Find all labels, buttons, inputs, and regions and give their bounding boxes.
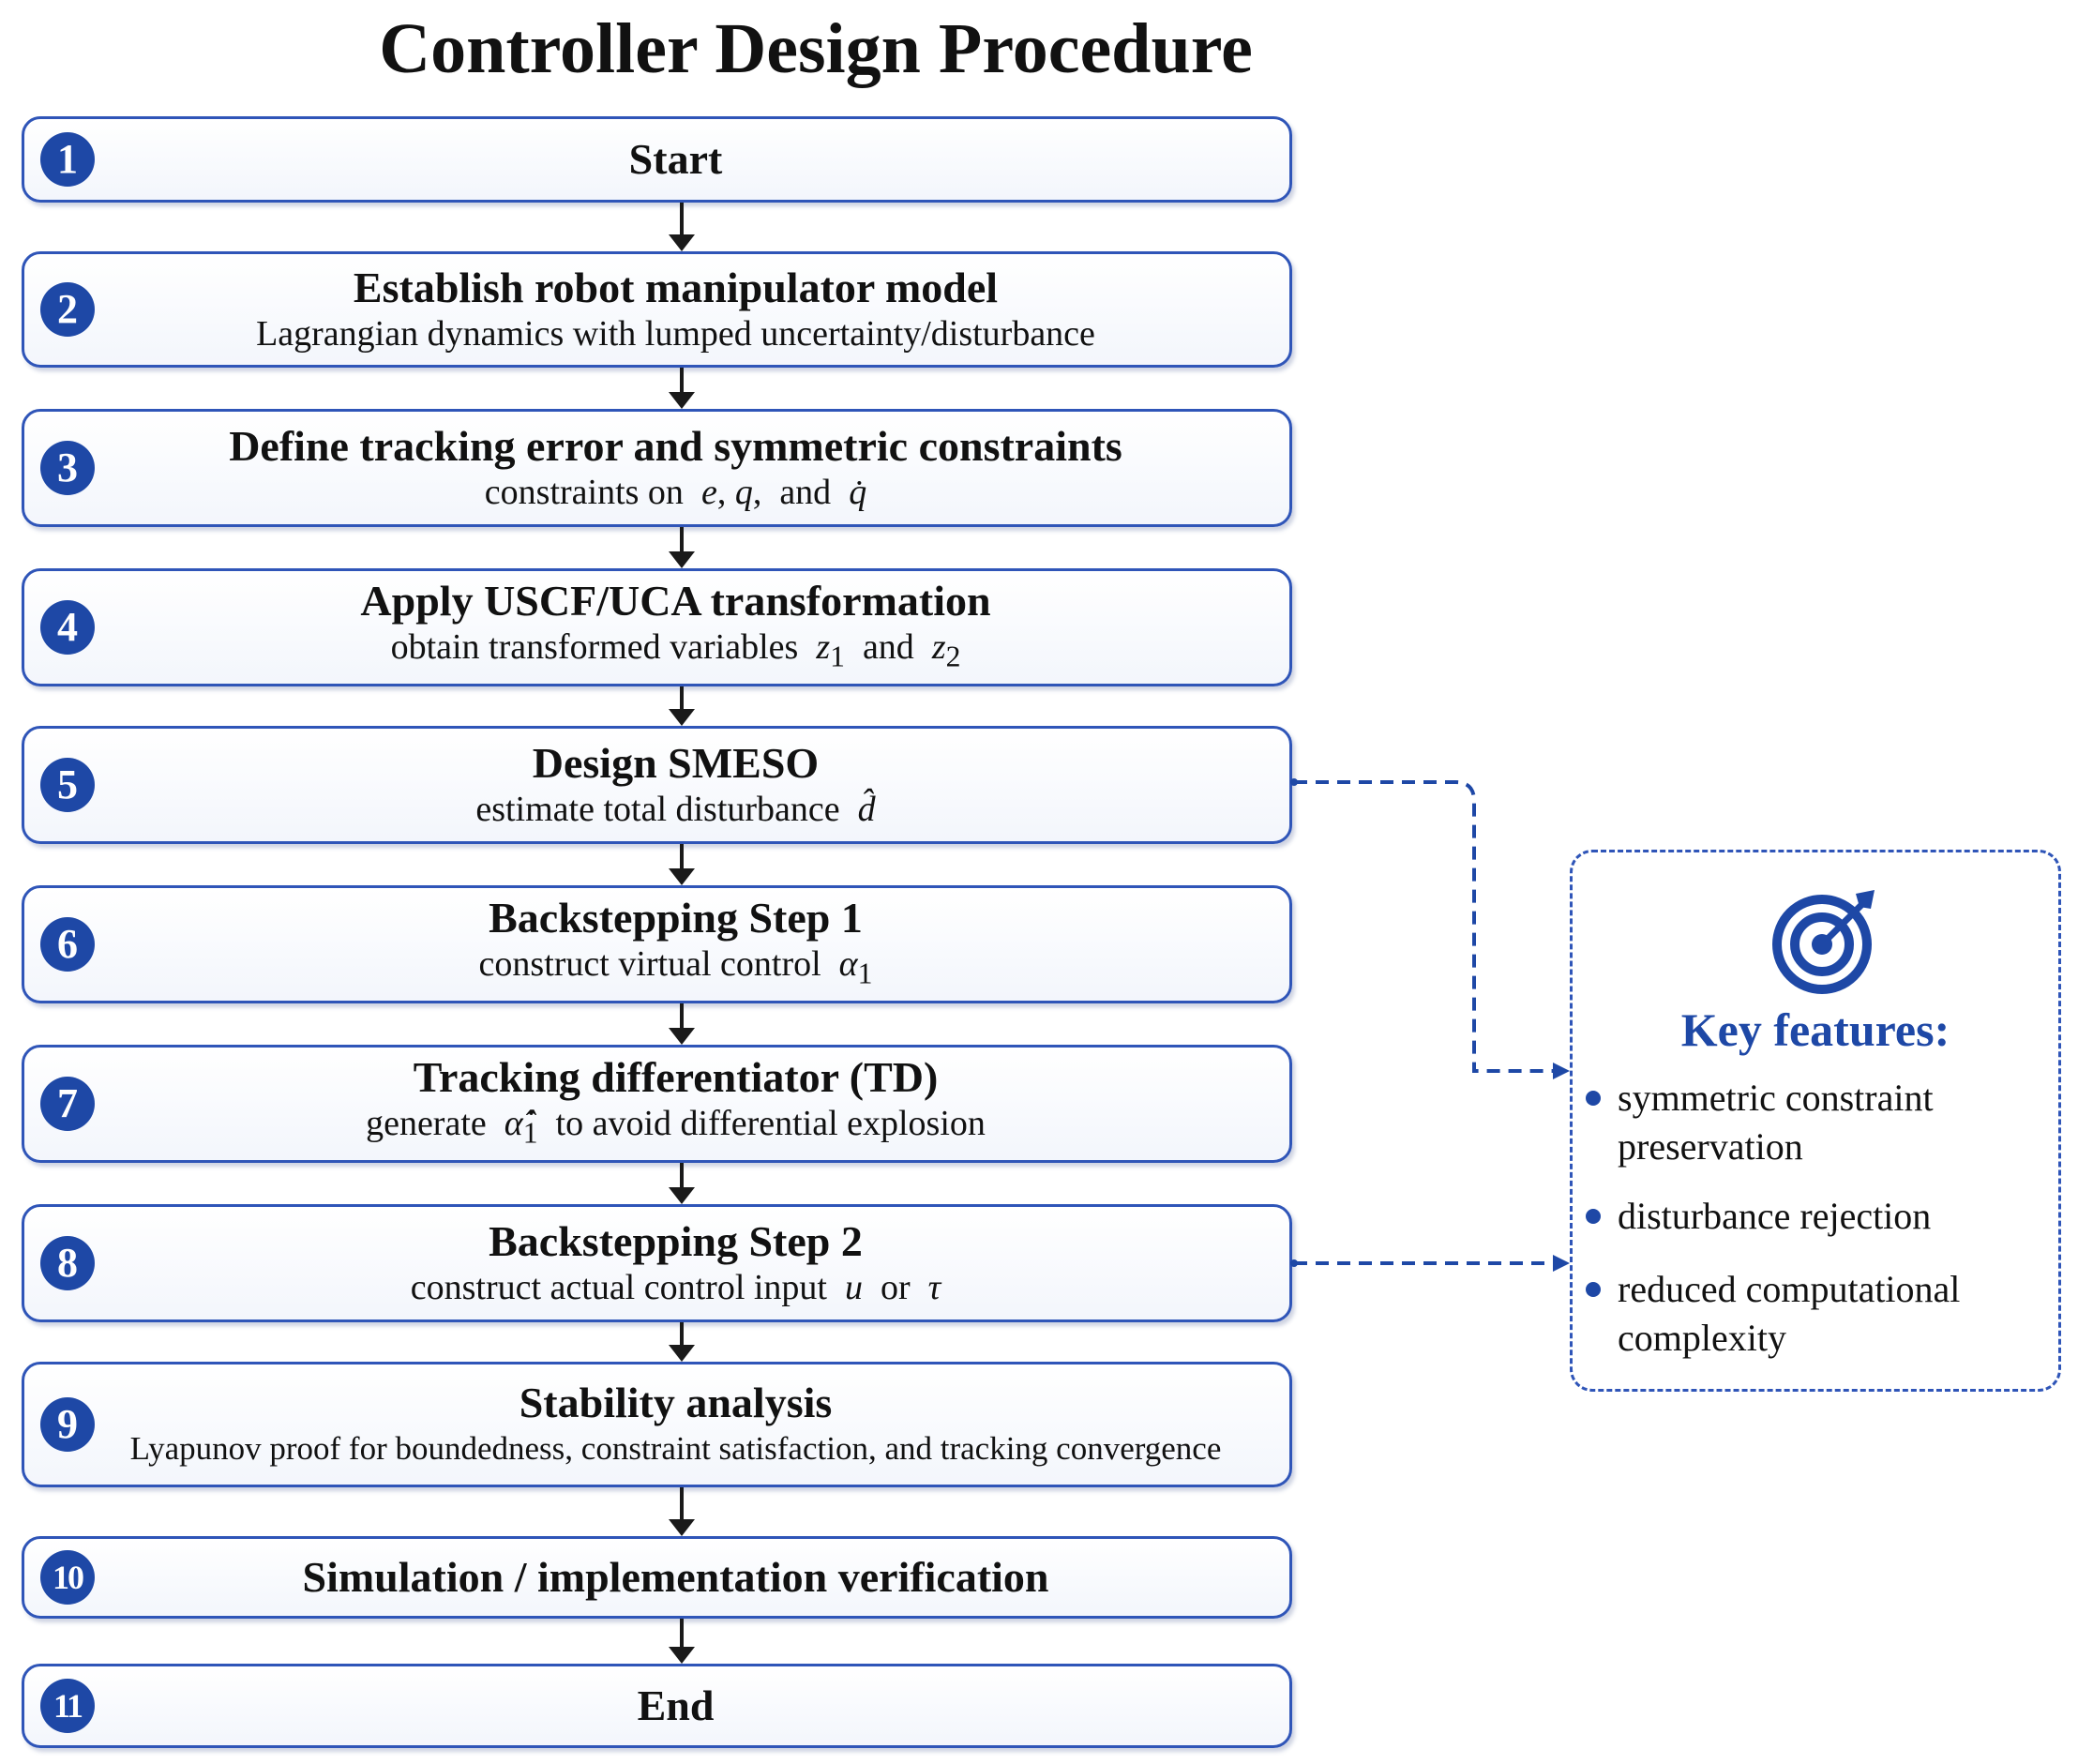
flow-arrow (669, 1163, 695, 1204)
step-subtitle: construct actual control input u or τ (373, 1266, 941, 1309)
subtitle-text: obtain transformed variables (390, 626, 799, 667)
feature-item: symmetric constraint preservation (1586, 1074, 2049, 1171)
step-subtitle: estimate total disturbance d̂ (438, 788, 875, 831)
math-var-qdot: q̇ (849, 473, 867, 512)
step-4-box: 4 Apply USCF/UCA transformation obtain t… (22, 568, 1292, 686)
math-var-alpha: α (838, 943, 858, 984)
subtitle-text: constraints on (484, 473, 684, 512)
subtitle-text: generate (366, 1103, 487, 1143)
target-icon (1772, 890, 1875, 994)
step-number-badge: 10 (40, 1550, 95, 1605)
step-title: End (637, 1681, 715, 1729)
step-title: Apply USCF/UCA transformation (360, 576, 991, 625)
connector-arrowhead (1553, 1255, 1570, 1272)
subscript: 1 (857, 957, 873, 990)
connector-start-dot (1290, 1259, 1298, 1267)
step-title: Backstepping Step 1 (489, 893, 863, 942)
subtitle-text: to avoid differential explosion (555, 1103, 986, 1143)
feature-text: symmetric constraint (1618, 1077, 1934, 1119)
bullet-icon (1586, 1209, 1601, 1224)
subscript: 2 (945, 640, 961, 673)
step-title: Tracking differentiator (TD) (413, 1052, 939, 1101)
flow-arrow (669, 1487, 695, 1536)
bullet-icon (1586, 1282, 1601, 1297)
step-10-box: 10 Simulation / implementation verificat… (22, 1536, 1292, 1619)
math-var-tau: τ (927, 1268, 941, 1307)
subtitle-text: estimate total disturbance (475, 790, 840, 829)
math-var-z: z (816, 626, 831, 667)
step-title: Establish robot manipulator model (353, 264, 999, 311)
flow-arrow (669, 686, 695, 726)
subtitle-text: construct actual control input (410, 1268, 827, 1307)
flow-arrow (669, 1619, 695, 1664)
step-number-badge: 2 (40, 282, 95, 337)
step-number-badge: 4 (40, 600, 95, 655)
math-var-z: z (931, 626, 946, 667)
conjunction-and: and (862, 626, 914, 667)
math-var-q: q (734, 473, 753, 512)
feature-item: reduced computational complexity (1586, 1265, 2049, 1363)
step-subtitle: generate α̂̇1 to avoid differential expl… (328, 1102, 986, 1155)
step-9-box: 9 Stability analysis Lyapunov proof for … (22, 1362, 1292, 1487)
step-subtitle: construct virtual control α1 (442, 942, 873, 996)
diagram-title: Controller Design Procedure (379, 9, 1253, 88)
step-number-badge: 9 (40, 1397, 95, 1452)
comma: , (716, 473, 727, 512)
step-7-box: 7 Tracking differentiator (TD) generate … (22, 1045, 1292, 1163)
flow-arrow (669, 844, 695, 885)
step-title: Start (628, 135, 723, 183)
step-subtitle: Lyapunov proof for boundedness, constrai… (129, 1430, 1222, 1467)
subscript: 1 (830, 640, 845, 673)
step-number-badge: 6 (40, 917, 95, 972)
subscript: 1 (522, 1116, 538, 1150)
math-var-alpha-hat-dot: α̂̇ (504, 1103, 523, 1143)
step-number-badge: 7 (40, 1077, 95, 1131)
step-3-box: 3 Define tracking error and symmetric co… (22, 409, 1292, 527)
conjunction-or: or (881, 1268, 911, 1307)
feature-text: reduced computational (1618, 1268, 1961, 1310)
step-6-box: 6 Backstepping Step 1 construct virtual … (22, 885, 1292, 1003)
math-var-d-hat: d̂ (857, 790, 876, 829)
step-1-box: 1 Start (22, 116, 1292, 203)
step-title: Stability analysis (519, 1379, 833, 1426)
step-title: Simulation / implementation verification (302, 1553, 1049, 1601)
connector-step5-to-features (1294, 780, 1557, 1073)
key-features-panel: Key features: symmetric constraint prese… (1570, 850, 2061, 1392)
feature-text: disturbance rejection (1618, 1195, 1932, 1237)
step-title: Backstepping Step 2 (489, 1217, 863, 1265)
connector-start-dot (1290, 778, 1298, 786)
feature-text: complexity (1618, 1317, 1786, 1359)
step-2-box: 2 Establish robot manipulator model Lagr… (22, 251, 1292, 368)
conjunction-and: and (779, 473, 832, 512)
flow-arrow (669, 527, 695, 568)
math-var-e: e (700, 473, 717, 512)
step-number-badge: 11 (40, 1679, 95, 1733)
step-subtitle: constraints on e, q, and q̇ (447, 471, 866, 514)
flow-arrow (669, 368, 695, 409)
step-5-box: 5 Design SMESO estimate total disturbanc… (22, 726, 1292, 844)
step-number-badge: 1 (40, 132, 95, 187)
feature-text: preservation (1618, 1125, 1803, 1168)
flow-arrow (669, 203, 695, 251)
flow-arrow (669, 1003, 695, 1045)
step-number-badge: 8 (40, 1236, 95, 1290)
step-number-badge: 3 (40, 441, 95, 495)
flow-arrow (669, 1322, 695, 1362)
connector-arrowhead (1553, 1063, 1570, 1079)
step-title: Design SMESO (532, 739, 820, 787)
key-features-title: Key features: (1680, 1003, 1950, 1056)
step-number-badge: 5 (40, 758, 95, 812)
subtitle-text: construct virtual control (478, 943, 821, 984)
step-subtitle: obtain transformed variables z1 and z2 (354, 626, 961, 679)
step-11-box: 11 End (22, 1664, 1292, 1748)
step-subtitle: Lagrangian dynamics with lumped uncertai… (256, 314, 1095, 354)
math-var-u: u (845, 1268, 863, 1307)
step-title: Define tracking error and symmetric cons… (229, 422, 1122, 470)
step-8-box: 8 Backstepping Step 2 construct actual c… (22, 1204, 1292, 1322)
feature-item: disturbance rejection (1586, 1192, 2049, 1241)
comma: , (752, 473, 762, 512)
bullet-icon (1586, 1091, 1601, 1106)
